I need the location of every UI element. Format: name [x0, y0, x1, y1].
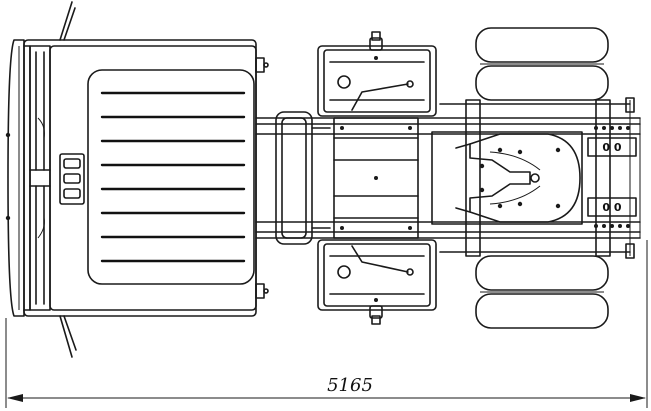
rear-plate-bottom: 0 0	[588, 198, 636, 228]
mirror-bottom	[60, 316, 72, 357]
rear-axles	[440, 100, 630, 256]
length-dimension-value: 5165	[327, 375, 373, 396]
roof-vent	[60, 154, 84, 204]
rear-wheels-top	[476, 28, 608, 100]
roof-panel	[88, 70, 254, 284]
battery-box	[334, 118, 418, 238]
rear-plate-top: 0 0	[588, 126, 636, 156]
engine-unit	[276, 112, 330, 244]
rear-wheels-bottom	[476, 256, 608, 328]
fifth-wheel-coupling	[432, 132, 582, 224]
frame	[256, 100, 640, 256]
fuel-tank-top	[318, 32, 436, 116]
roof-ribs	[102, 93, 244, 261]
mirror-top	[60, 2, 72, 40]
cab-shell	[24, 40, 256, 316]
rear-plate-top-label: 0 0	[602, 141, 621, 154]
fuel-tank-bottom	[318, 240, 436, 324]
rear-plate-bottom-label: 0 0	[602, 201, 621, 214]
cab	[5, 2, 268, 357]
front-bumper	[8, 40, 24, 316]
length-dimension: 5165	[6, 240, 647, 408]
